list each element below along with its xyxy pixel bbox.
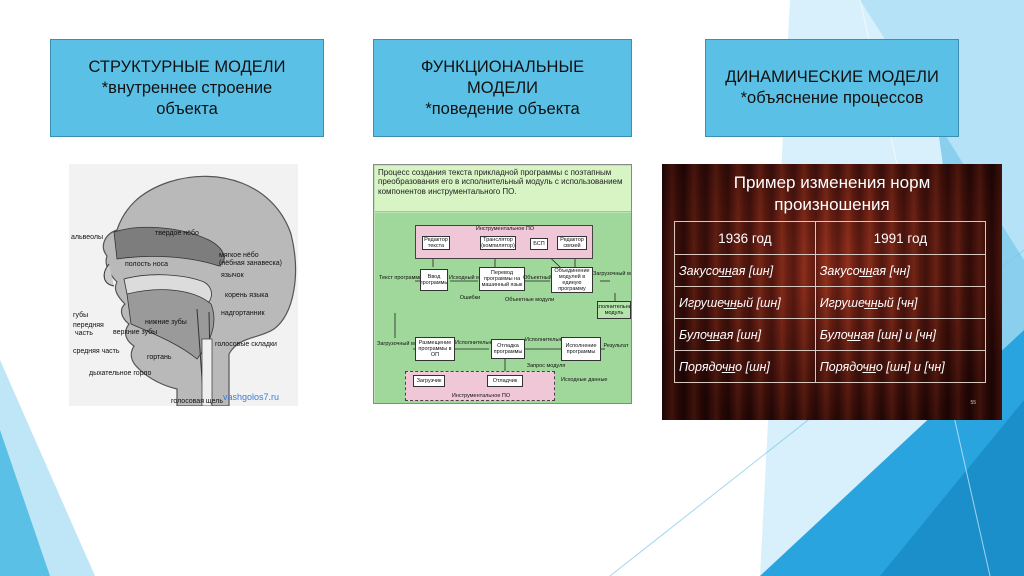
label-glottis: голосовая щель: [171, 398, 224, 405]
label-uvula: язычок: [221, 272, 244, 279]
table-row: Игрушечный [шн] Игрушечный [чн]: [674, 286, 987, 319]
object-modules-label: Объектные модули: [505, 297, 555, 303]
table-row: Порядочно [шн] Порядочно [шн] и [чн]: [674, 350, 987, 383]
exec-module-label: Исполнительный модуль: [455, 340, 519, 346]
flow-area: Инструментальное ПО Редактор текста Тран…: [375, 213, 631, 403]
translator-box: Транслятор (компилятор): [480, 236, 516, 250]
run-request-label: Запрос модуля: [526, 363, 566, 369]
label-velum: (нёбная занавеска): [219, 260, 282, 267]
flow-description: Процесс создания текста прикладной прогр…: [375, 166, 631, 212]
cell-1936: Булочная [шн]: [674, 318, 816, 351]
program-input-box: Ввод программы: [420, 269, 448, 291]
header-title: МОДЕЛИ: [466, 78, 539, 97]
load-module-left-label: Загрузочный модуль: [377, 341, 430, 347]
column-header-1936: 1936 год: [674, 221, 816, 255]
tools-top-label: Инструментальное ПО: [475, 226, 535, 232]
text-editor-box: Редактор текста: [422, 236, 450, 250]
header-title: СТРУКТУРНЫЕ МОДЕЛИ: [88, 57, 286, 76]
functional-models-header: ФУНКЦИОНАЛЬНЫЕ МОДЕЛИ *поведение объекта: [373, 39, 632, 137]
dynamic-models-header: ДИНАМИЧЕСКИЕ МОДЕЛИ *объяснение процессо…: [705, 39, 959, 137]
norms-table: 1936 год 1991 год Закусочная [шн] Закусо…: [674, 221, 987, 383]
source-module-label: Исходный модуль: [449, 275, 495, 281]
object-module-label: Объектный модуль: [523, 275, 572, 281]
label-middle-part: средняя часть: [73, 348, 120, 355]
header-title: ФУНКЦИОНАЛЬНЫЕ: [420, 57, 585, 76]
label-hard-palate: твердое нёбо: [155, 230, 199, 237]
result-label: Результат: [603, 343, 629, 349]
cell-1991: Закусочная [чн]: [814, 254, 987, 287]
label-alveoli: альвеолы: [71, 234, 104, 241]
table-row: Закусочная [шн] Закусочная [чн]: [674, 254, 987, 287]
input-data-label: Исходные данные: [561, 377, 608, 383]
panel-title-line2: произношения: [774, 195, 890, 214]
debug-program-box: Отладка программы: [491, 339, 525, 359]
header-subtitle: *поведение объекта: [425, 99, 580, 118]
cell-1936: Игрушечный [шн]: [674, 286, 816, 319]
merge-box: Объединение модулей в единую программу: [551, 267, 593, 293]
header-subtitle: *объяснение процессов: [740, 89, 924, 107]
cell-1991: Порядочно [шн] и [чн]: [814, 350, 987, 383]
header-subtitle: *внутреннее строение: [101, 78, 273, 97]
label-epiglottis: надгортанник: [221, 310, 265, 317]
cell-1936: Порядочно [шн]: [674, 350, 816, 383]
label-lips: губы: [73, 312, 89, 319]
header-subtitle: объекта: [156, 99, 218, 118]
load-module-label: Загрузочный модуль: [593, 271, 631, 277]
label-vocal-folds: голосовые складки: [215, 341, 277, 348]
speech-organs-diagram: альвеолы твердое нёбо полость носа мягко…: [69, 164, 298, 406]
program-creation-flowchart: Процесс создания текста прикладной прогр…: [373, 164, 632, 404]
pronunciation-norms-panel: Пример изменения норм произношения 1936 …: [662, 164, 1002, 420]
program-text-label: Текст программы: [379, 275, 424, 281]
structural-models-header: СТРУКТУРНЫЕ МОДЕЛИ *внутреннее строение …: [50, 39, 324, 137]
label-nasal-cavity: полость носа: [125, 261, 169, 268]
watermark: vashgolos7.ru: [223, 392, 280, 402]
errors-label: Ошибки: [459, 295, 481, 301]
table-header-row: 1936 год 1991 год: [674, 221, 987, 255]
tools-bottom-label: Инструментальное ПО: [451, 393, 511, 399]
label-tongue-root: корень языка: [225, 292, 269, 299]
table-row: Булочная [шн] Булочная [шн] и [чн]: [674, 318, 987, 351]
cell-1991: Булочная [шн] и [чн]: [814, 318, 987, 351]
link-editor-box: Редактор связей: [557, 236, 587, 250]
placement-box: Размещение программы в ОП: [415, 337, 455, 361]
column-header-1991: 1991 год: [814, 221, 987, 255]
label-lower-teeth: нижние зубы: [145, 319, 187, 326]
head-profile-drawing: [102, 175, 297, 406]
panel-title: Пример изменения норм произношения: [662, 172, 1002, 216]
cell-1991: Игрушечный [чн]: [814, 286, 987, 319]
panel-title-line1: Пример изменения норм: [733, 173, 931, 192]
debugger-box: Отладчик: [487, 375, 523, 387]
label-part: часть: [75, 330, 93, 337]
execution-box: Исполнение программы: [561, 337, 601, 361]
cell-1936: Закусочная [шн]: [674, 254, 816, 287]
bsp-box: БСП: [530, 238, 548, 250]
label-upper-teeth: верхние зубы: [113, 329, 158, 336]
exec-module-top-box: Исполнительный модуль: [597, 301, 631, 319]
label-soft-palate: мягкое нёбо: [219, 252, 259, 259]
label-larynx: гортань: [147, 354, 172, 361]
label-front-part: передняя: [73, 322, 104, 329]
loader-box: Загрузчик: [413, 375, 445, 387]
header-title: ДИНАМИЧЕСКИЕ МОДЕЛИ: [725, 68, 939, 86]
translate-box: Перевод программы на машинный язык: [479, 267, 525, 291]
exec-module-mid-label: Исполнительный модуль: [525, 337, 589, 343]
slide-number: 55: [970, 400, 976, 406]
label-breathing-throat: дыхательное горло: [89, 370, 152, 377]
